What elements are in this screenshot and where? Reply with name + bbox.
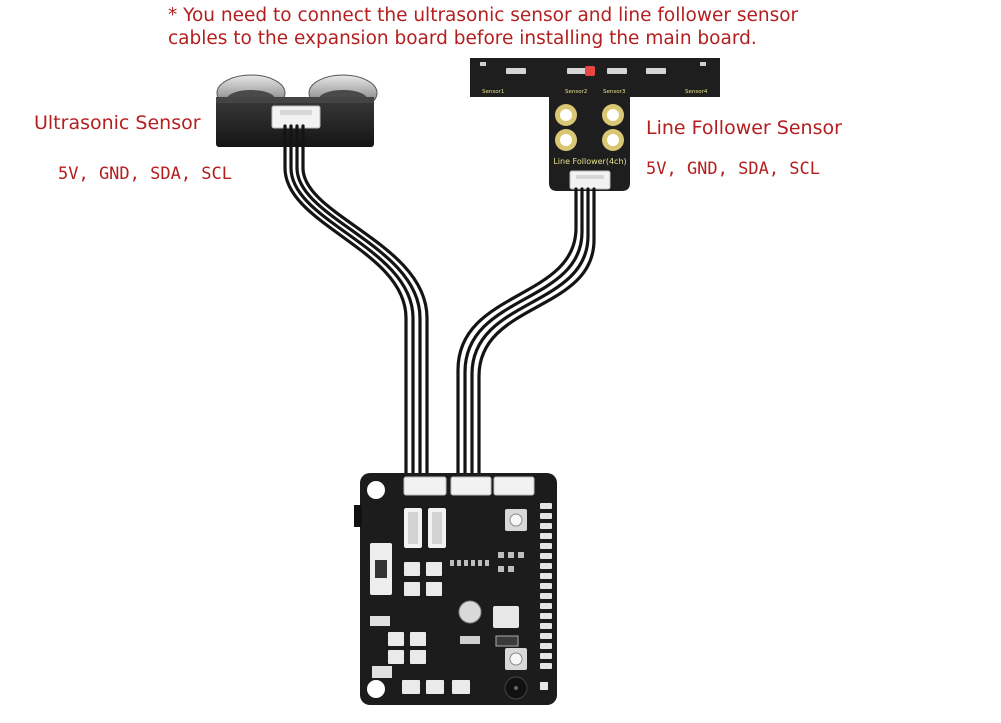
sensor2-label: Sensor2 [565, 89, 587, 95]
line-follower-sensor-pins: 5V, GND, SDA, SCL [646, 159, 820, 179]
ultrasonic-sensor-label: Ultrasonic Sensor [34, 112, 201, 134]
wiring-note-line-1: * You need to connect the ultrasonic sen… [168, 5, 799, 26]
ultrasonic-cable [283, 124, 429, 480]
line-follower-board-label: Line Follower(4ch) [553, 157, 626, 166]
line-follower-cable [456, 187, 596, 480]
line-follower-sensor-label: Line Follower Sensor [646, 117, 842, 139]
expansion-connector-1 [403, 476, 447, 496]
ultrasonic-connector [271, 105, 321, 129]
sensor4-label: Sensor4 [685, 89, 708, 95]
sensor1-label: Sensor1 [482, 89, 504, 95]
ultrasonic-sensor-module [216, 74, 378, 147]
sensor3-label: Sensor3 [603, 89, 626, 95]
expansion-connector-3 [493, 476, 535, 496]
expansion-connector-2 [450, 476, 492, 496]
line-follower-sensor-module: Sensor1 Sensor2 Sensor3 Sensor4 Line Fol… [470, 58, 720, 191]
wiring-note-line-2: cables to the expansion board before ins… [168, 28, 757, 49]
mounting-hole-icons [555, 104, 624, 151]
wiring-note: * You need to connect the ultrasonic sen… [168, 4, 908, 50]
line-follower-connector [569, 170, 611, 190]
expansion-board [354, 473, 557, 705]
ultrasonic-sensor-pins: 5V, GND, SDA, SCL [58, 164, 232, 184]
